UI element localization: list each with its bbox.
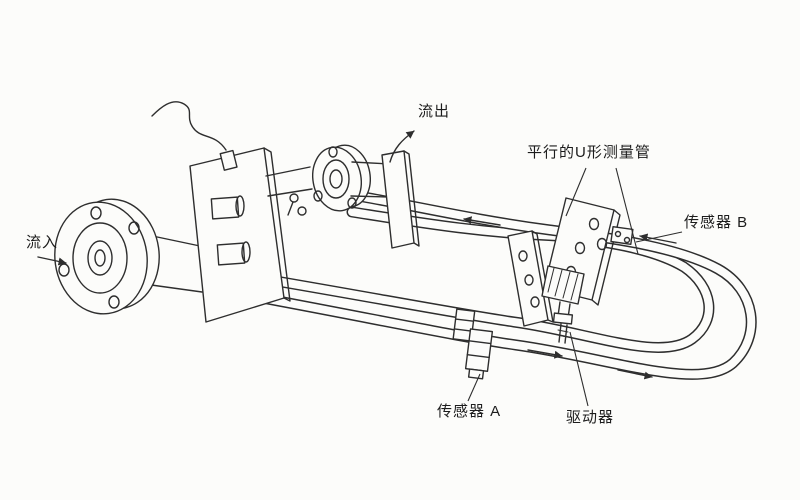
inlet-flange [54,198,203,315]
support-plate [381,150,420,249]
forward-arrow-right [617,369,653,380]
return-arrow-left [463,216,501,226]
label-flow-in: 流入 [26,234,59,251]
sensor-a-assembly [452,308,494,380]
label-sensor-b: 传感器 B [684,214,749,231]
label-parallel-u-tubes: 平行的U形测量管 [527,144,651,161]
leader-tubes-2 [615,167,639,255]
manifold-plate [189,147,307,323]
leader-sensor-a [467,373,481,402]
leader-driver [569,331,589,407]
sensor-b-clamp [610,225,634,246]
leader-tubes-1 [565,167,587,217]
sensor-cable [151,101,238,171]
flow-in-arrow [37,256,67,266]
flow-out-arrow [389,130,415,163]
label-flow-out: 流出 [418,103,451,120]
forward-arrow-left [527,349,563,359]
outlet-flange [265,144,391,212]
return-arrow-right [639,233,677,244]
leader-sensor-b [635,231,683,243]
driver-assembly [541,265,585,344]
label-driver: 驱动器 [566,409,615,426]
leader-lines [467,167,683,407]
u-tube-inner [258,206,715,353]
label-sensor-a: 传感器 A [437,403,502,420]
flow-arrows [37,130,677,380]
